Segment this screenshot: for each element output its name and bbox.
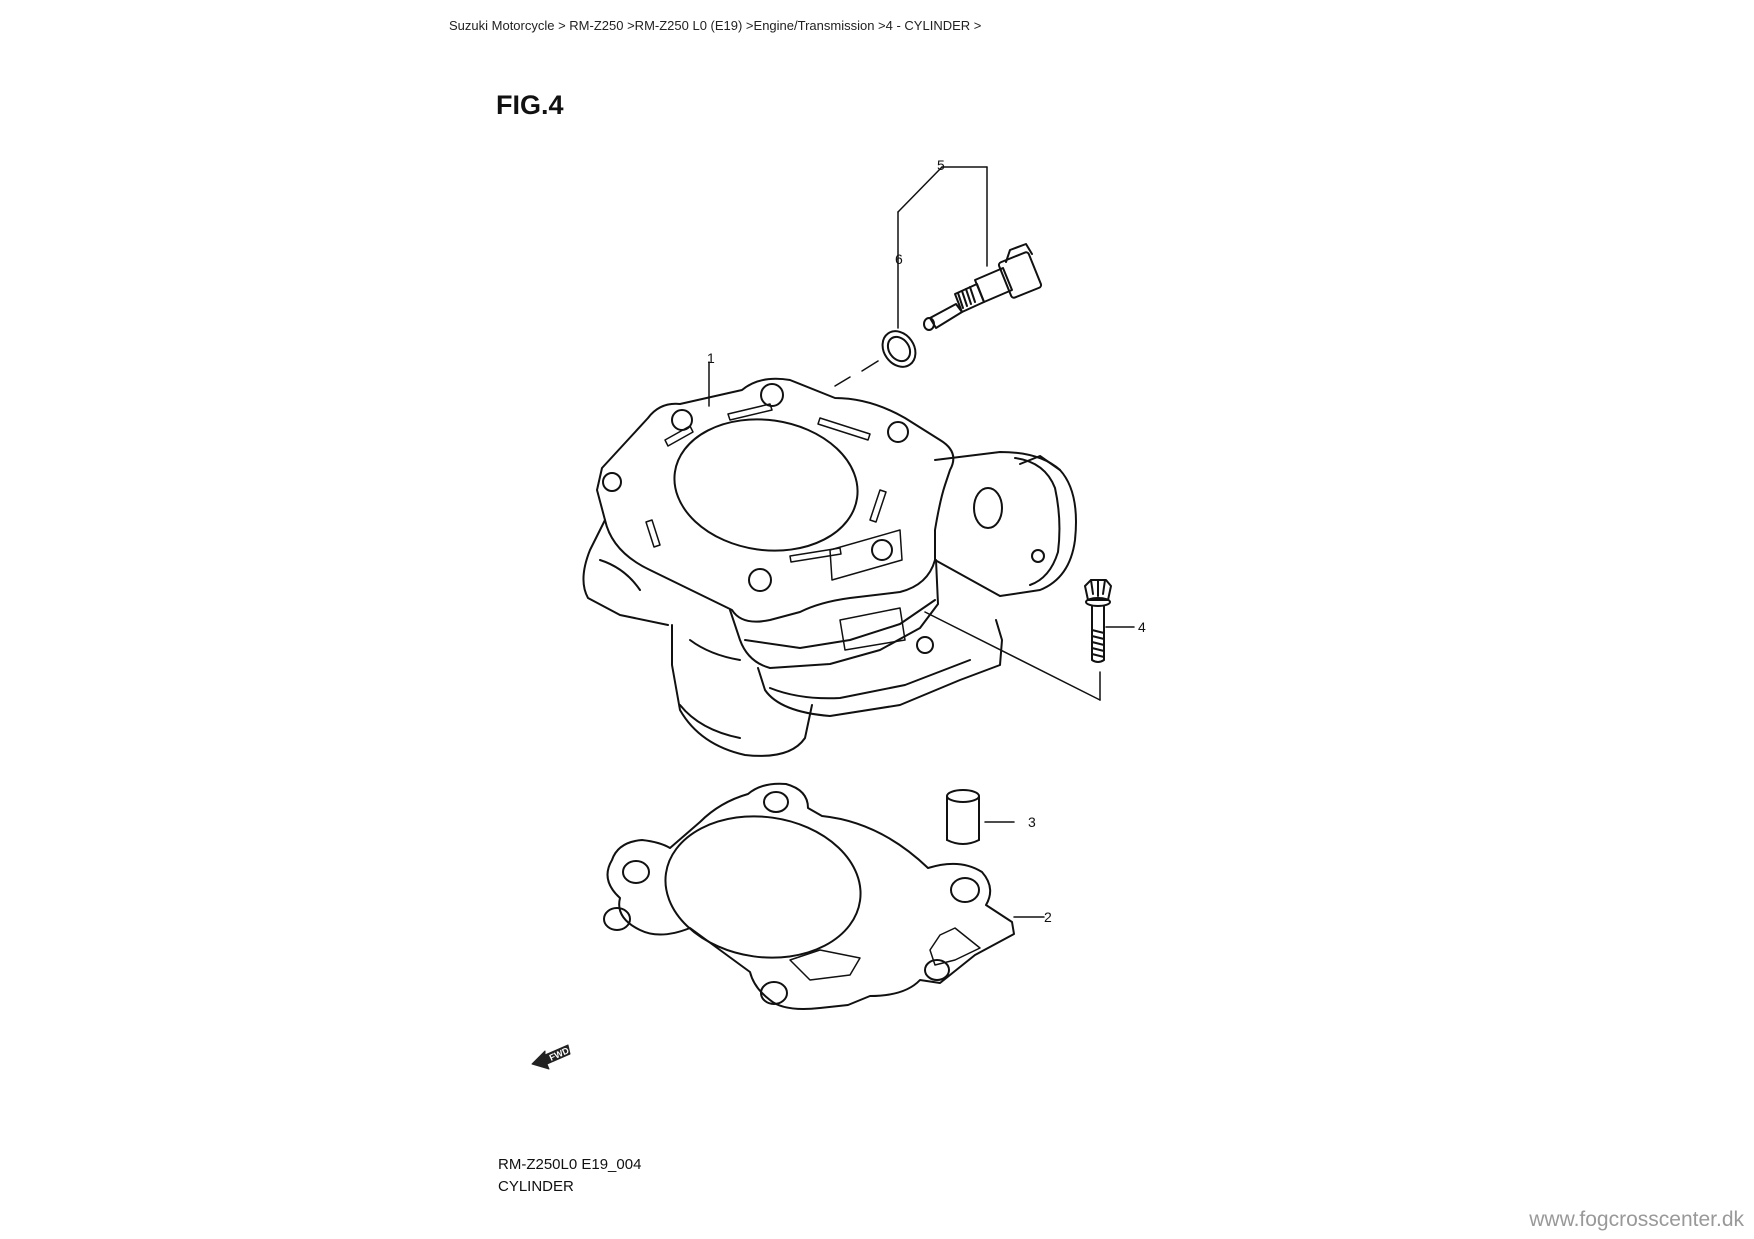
callout-2[interactable]: 2 xyxy=(1044,909,1052,925)
o-ring-part-6[interactable] xyxy=(876,325,922,373)
breadcrumb[interactable]: Suzuki Motorcycle > RM-Z250 >RM-Z250 L0 … xyxy=(449,18,982,33)
temperature-sensor-part-5[interactable] xyxy=(923,243,1043,331)
figure-title: FIG.4 xyxy=(496,90,564,120)
callout-3[interactable]: 3 xyxy=(1028,814,1036,830)
callout-leader-4 xyxy=(924,611,1135,701)
watermark: www.fogcrosscenter.dk xyxy=(1529,1208,1744,1231)
cylinder-gasket-part-2[interactable] xyxy=(603,782,1045,1010)
diagram-code: RM-Z250L0 E19_004 xyxy=(498,1156,642,1173)
cylinder-part-1[interactable] xyxy=(582,361,1077,757)
callout-5[interactable]: 5 xyxy=(937,157,945,173)
dowel-pin-part-3[interactable] xyxy=(946,789,1015,845)
callout-1[interactable]: 1 xyxy=(707,350,715,366)
callout-6[interactable]: 6 xyxy=(895,251,903,267)
callout-leader-5-6 xyxy=(897,166,988,329)
bolt-part-4[interactable] xyxy=(1084,579,1112,663)
diagram-name: CYLINDER xyxy=(498,1178,574,1195)
fwd-label: FWD xyxy=(548,1045,571,1063)
fwd-arrow-icon xyxy=(531,1044,571,1070)
callout-4[interactable]: 4 xyxy=(1138,619,1146,635)
